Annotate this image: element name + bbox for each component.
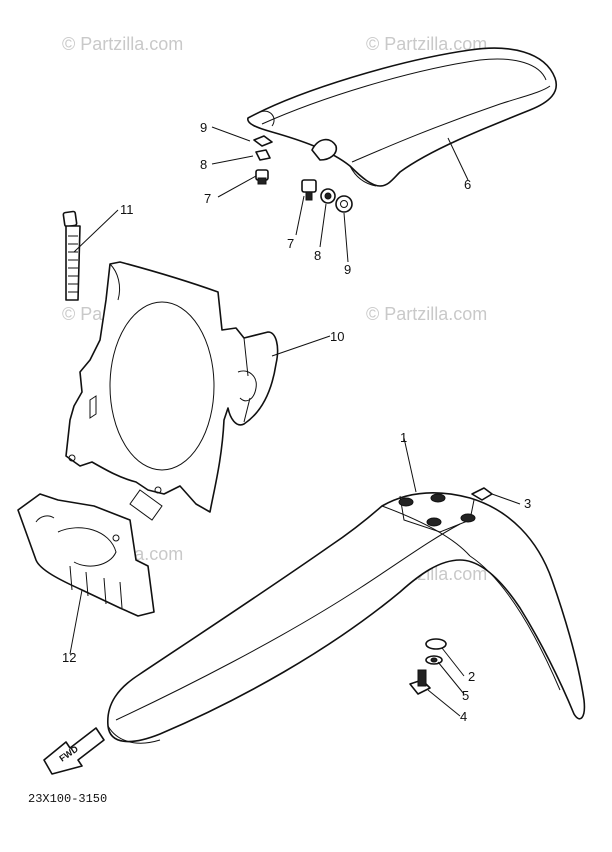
callout-12: 12 <box>62 650 76 665</box>
callout-9a: 9 <box>200 120 207 135</box>
callout-8a: 8 <box>200 157 207 172</box>
callout-5: 5 <box>462 688 469 703</box>
callout-1: 1 <box>400 430 407 445</box>
part-hardware-right[interactable] <box>301 179 353 213</box>
callout-6: 6 <box>464 177 471 192</box>
callout-10: 10 <box>330 329 344 344</box>
callout-3: 3 <box>524 496 531 511</box>
watermarks: © Partzilla.com © Partzilla.com © Partzi… <box>62 34 487 584</box>
part-6-rear-fender[interactable] <box>247 47 557 187</box>
watermark-4: © Partzilla.com <box>366 304 487 324</box>
callout-2: 2 <box>468 669 475 684</box>
part-10-number-plate[interactable] <box>65 261 279 521</box>
part-hardware-lower[interactable] <box>409 638 447 695</box>
callout-9b: 9 <box>344 262 351 277</box>
part-11-strap[interactable] <box>62 210 81 301</box>
callout-7a: 7 <box>204 191 211 206</box>
watermark-2: © Partzilla.com <box>366 34 487 54</box>
leader-lines <box>69 126 521 717</box>
diagram-code: 23X100-3150 <box>28 792 107 806</box>
fwd-arrow-icon: FWD <box>43 727 105 775</box>
part-3-washer[interactable] <box>471 487 493 501</box>
callout-4: 4 <box>460 709 467 724</box>
watermark-1: © Partzilla.com <box>62 34 183 54</box>
part-12-guard[interactable] <box>17 493 155 617</box>
callout-7b: 7 <box>287 236 294 251</box>
part-1-front-fender[interactable] <box>107 491 586 744</box>
callouts: 9 8 7 7 8 9 6 11 10 12 1 3 2 5 4 <box>62 120 531 724</box>
callout-8b: 8 <box>314 248 321 263</box>
part-hardware-left[interactable] <box>253 135 273 185</box>
callout-11: 11 <box>120 202 134 217</box>
